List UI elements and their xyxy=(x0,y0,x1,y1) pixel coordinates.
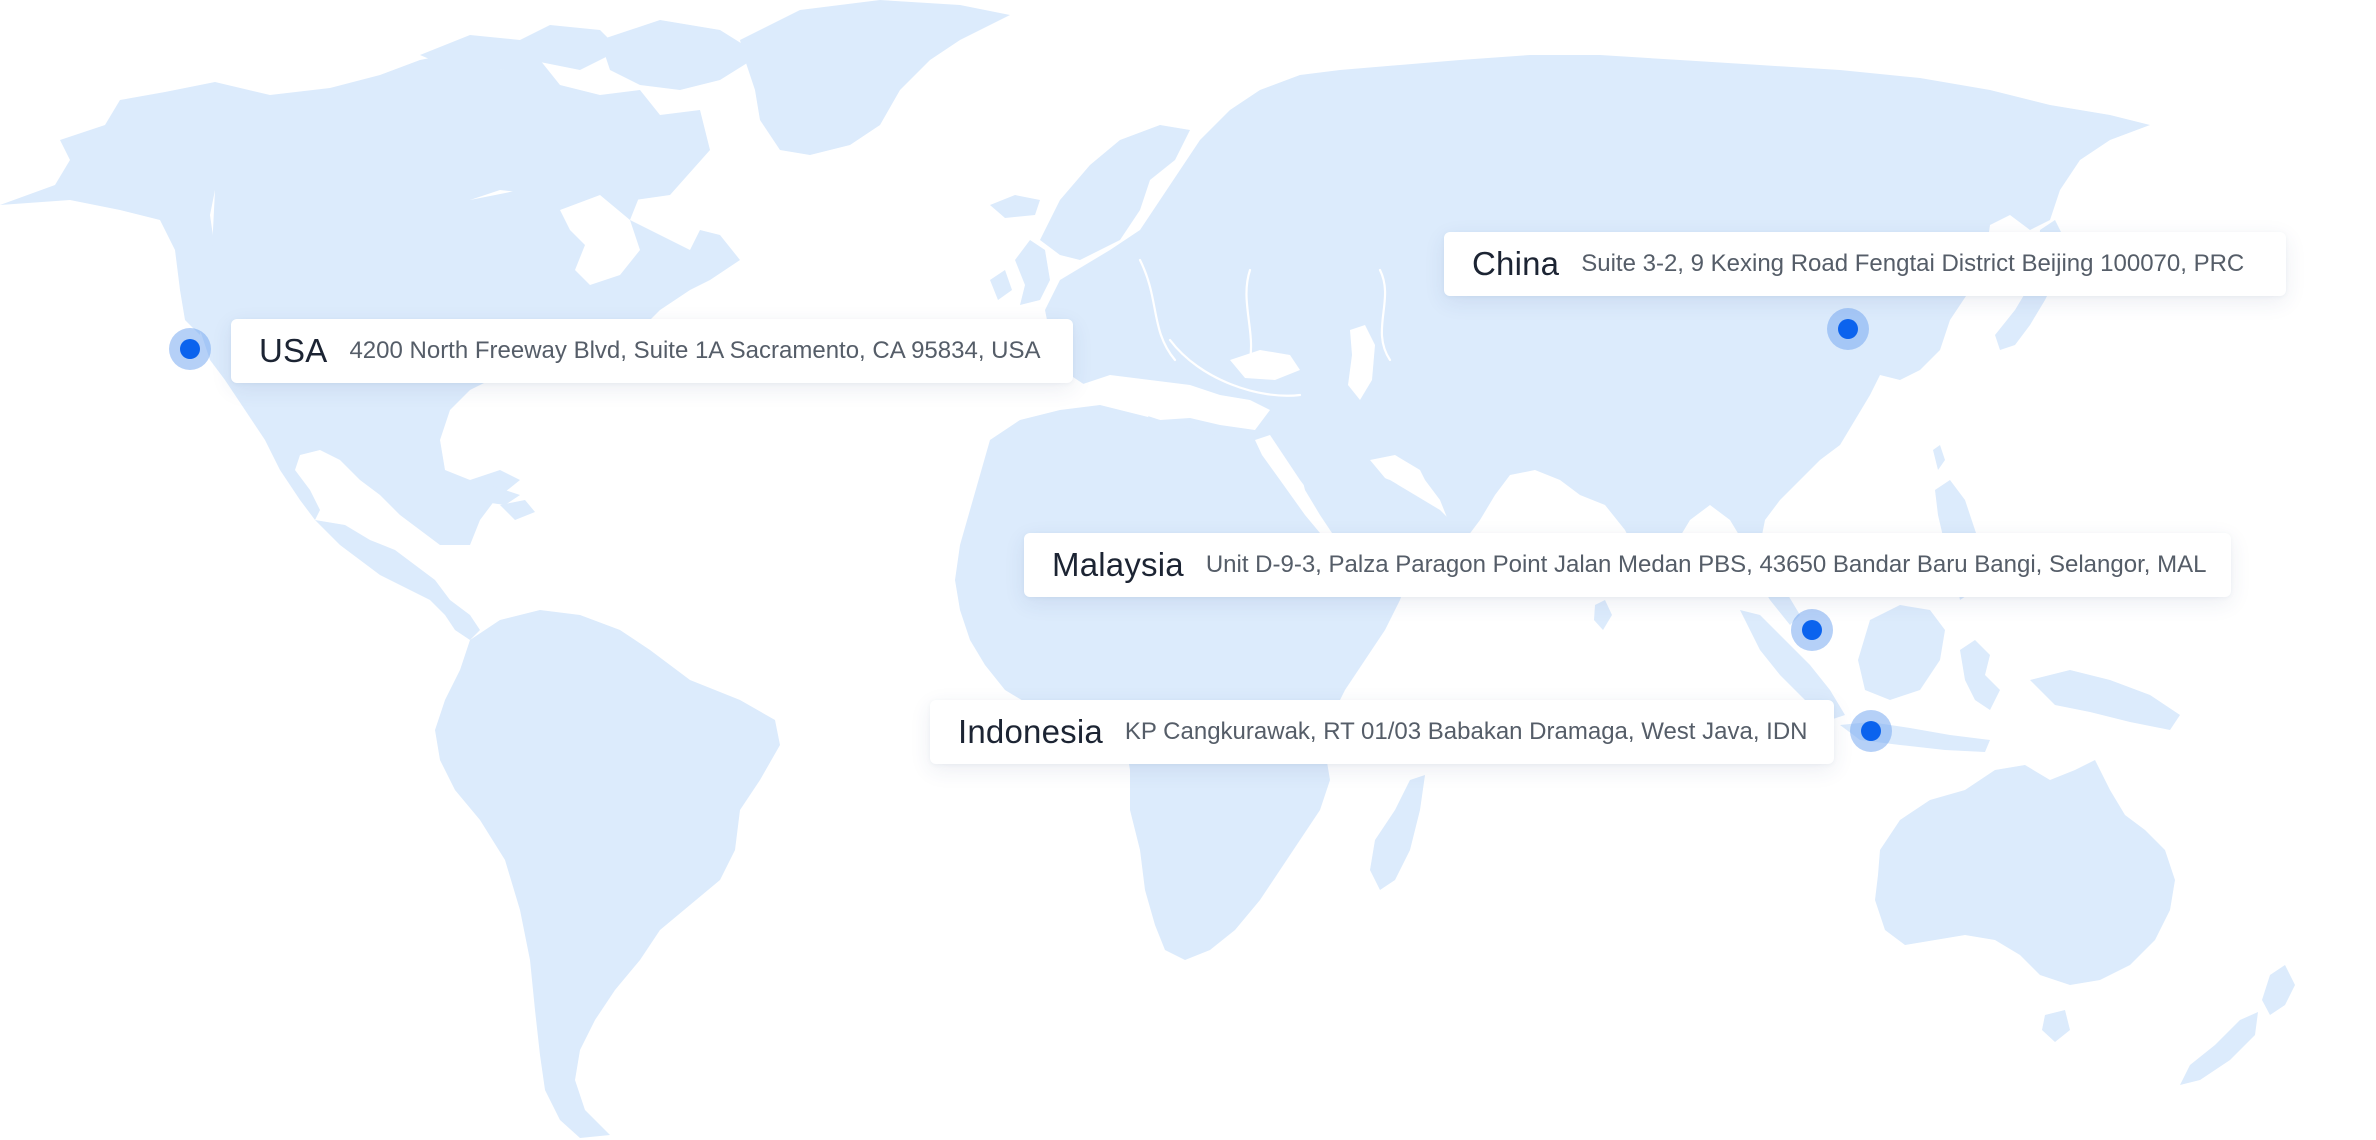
landmass-scandinavia xyxy=(1040,125,1190,260)
landmass-tasmania xyxy=(2042,1010,2070,1042)
landmass-borneo xyxy=(1858,605,1945,700)
office-address: 4200 North Freeway Blvd, Suite 1A Sacram… xyxy=(349,337,1041,364)
water-hudson-bay xyxy=(560,195,640,285)
map-river-lines xyxy=(1138,258,1392,397)
location-marker-malaysia[interactable] xyxy=(1791,609,1833,651)
location-marker-china[interactable] xyxy=(1827,308,1869,350)
landmass-caribbean xyxy=(420,475,520,505)
landmass-uk xyxy=(1015,240,1050,305)
landmass-taiwan xyxy=(1933,445,1945,470)
office-address: Unit D-9-3, Palza Paragon Point Jalan Me… xyxy=(1205,551,2207,578)
landmass-sumatra xyxy=(1740,610,1845,720)
office-card-china[interactable]: China Suite 3-2, 9 Kexing Road Fengtai D… xyxy=(1444,232,2286,296)
landmass-sri-lanka xyxy=(1594,600,1612,630)
landmass-south-america xyxy=(435,610,780,1138)
office-country-name: Indonesia xyxy=(958,713,1103,750)
location-marker-usa[interactable] xyxy=(169,328,211,370)
landmass-greenland xyxy=(740,0,1010,155)
water-black-sea xyxy=(1230,350,1300,380)
landmass-madagascar xyxy=(1370,775,1425,890)
landmass-sulawesi xyxy=(1960,640,2000,710)
office-country-name: USA xyxy=(259,332,328,369)
office-address: Suite 3-2, 9 Kexing Road Fengtai Distric… xyxy=(1581,250,2245,277)
office-card-usa[interactable]: USA 4200 North Freeway Blvd, Suite 1A Sa… xyxy=(231,319,1073,383)
location-pin-icon xyxy=(1838,319,1858,339)
office-card-indonesia[interactable]: Indonesia KP Cangkurawak, RT 01/03 Babak… xyxy=(930,700,1834,764)
office-country-name: Malaysia xyxy=(1052,546,1184,583)
landmass-australia xyxy=(1875,760,2175,985)
landmass-central-america xyxy=(315,520,480,640)
landmass-ireland xyxy=(990,270,1012,300)
landmass-iceland xyxy=(990,195,1040,218)
location-pin-icon xyxy=(1802,620,1822,640)
landmass-new-zealand-south xyxy=(2180,1012,2258,1085)
landmass-new-zealand xyxy=(2262,965,2295,1015)
office-country-name: China xyxy=(1472,245,1560,282)
landmass-alaska xyxy=(0,50,710,335)
location-pin-icon xyxy=(1861,721,1881,741)
landmass-caribbean-2 xyxy=(500,500,535,520)
landmass-new-guinea xyxy=(2030,670,2180,730)
office-address: KP Cangkurawak, RT 01/03 Babakan Dramaga… xyxy=(1124,718,1808,745)
water-mediterranean xyxy=(1080,375,1270,430)
location-marker-indonesia[interactable] xyxy=(1850,710,1892,752)
water-caspian-sea xyxy=(1348,325,1375,400)
location-pin-icon xyxy=(180,339,200,359)
office-card-malaysia[interactable]: Malaysia Unit D-9-3, Palza Paragon Point… xyxy=(1024,533,2231,597)
water-persian-gulf xyxy=(1370,455,1430,492)
landmass-arctic-islands-2 xyxy=(600,20,760,90)
landmass-arctic-islands xyxy=(420,25,620,72)
